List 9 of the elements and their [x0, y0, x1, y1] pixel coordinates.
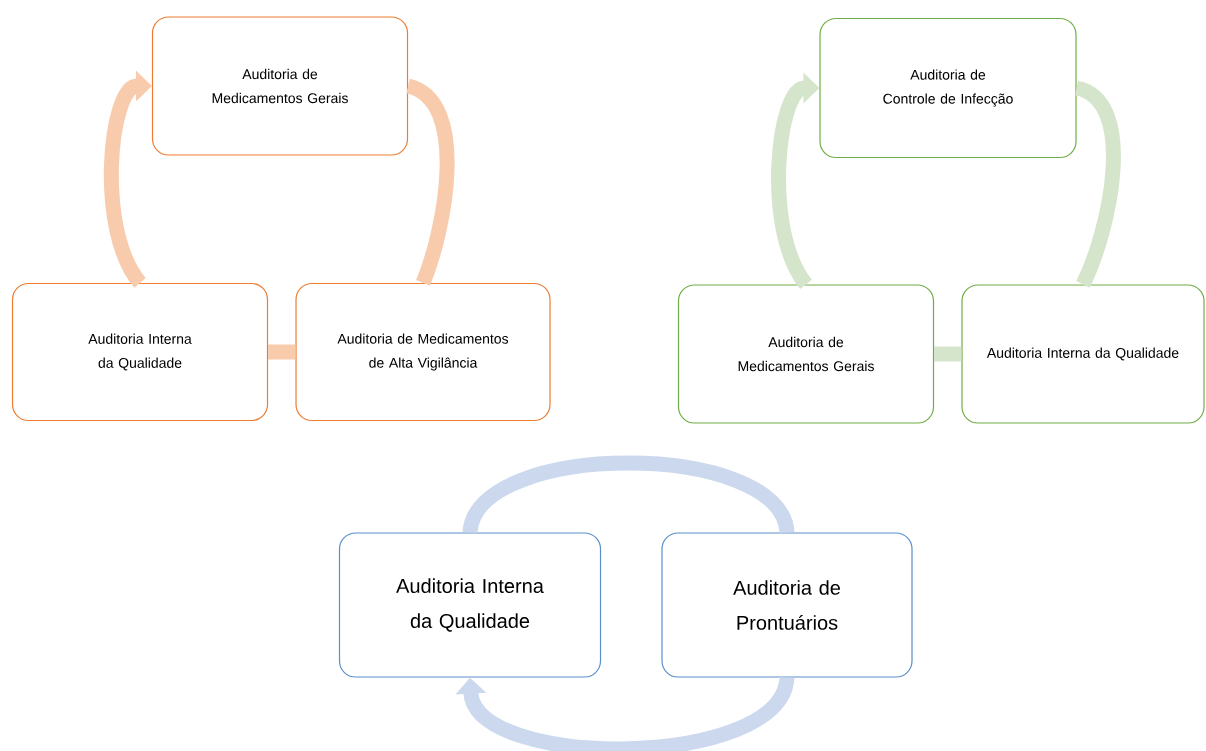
cycle-box: Auditoria Interna da Qualidade [11, 282, 269, 422]
cycle-box: Auditoria Interna da Qualidade [338, 532, 602, 678]
cycle-box: Auditoria Interna da Qualidade [961, 284, 1205, 424]
cycle-box: Auditoria de Prontuários [661, 532, 913, 678]
cycle-box: Auditoria de Medicamentos Gerais [151, 16, 409, 156]
cycle-box: Auditoria de Medicamentos de Alta Vigilância [295, 282, 551, 422]
cycle-arrow [455, 675, 795, 751]
cycle-box: Auditoria de Medicamentos Gerais [677, 284, 935, 424]
cycle-box: Auditoria de Controle de Infecção [819, 17, 1077, 159]
